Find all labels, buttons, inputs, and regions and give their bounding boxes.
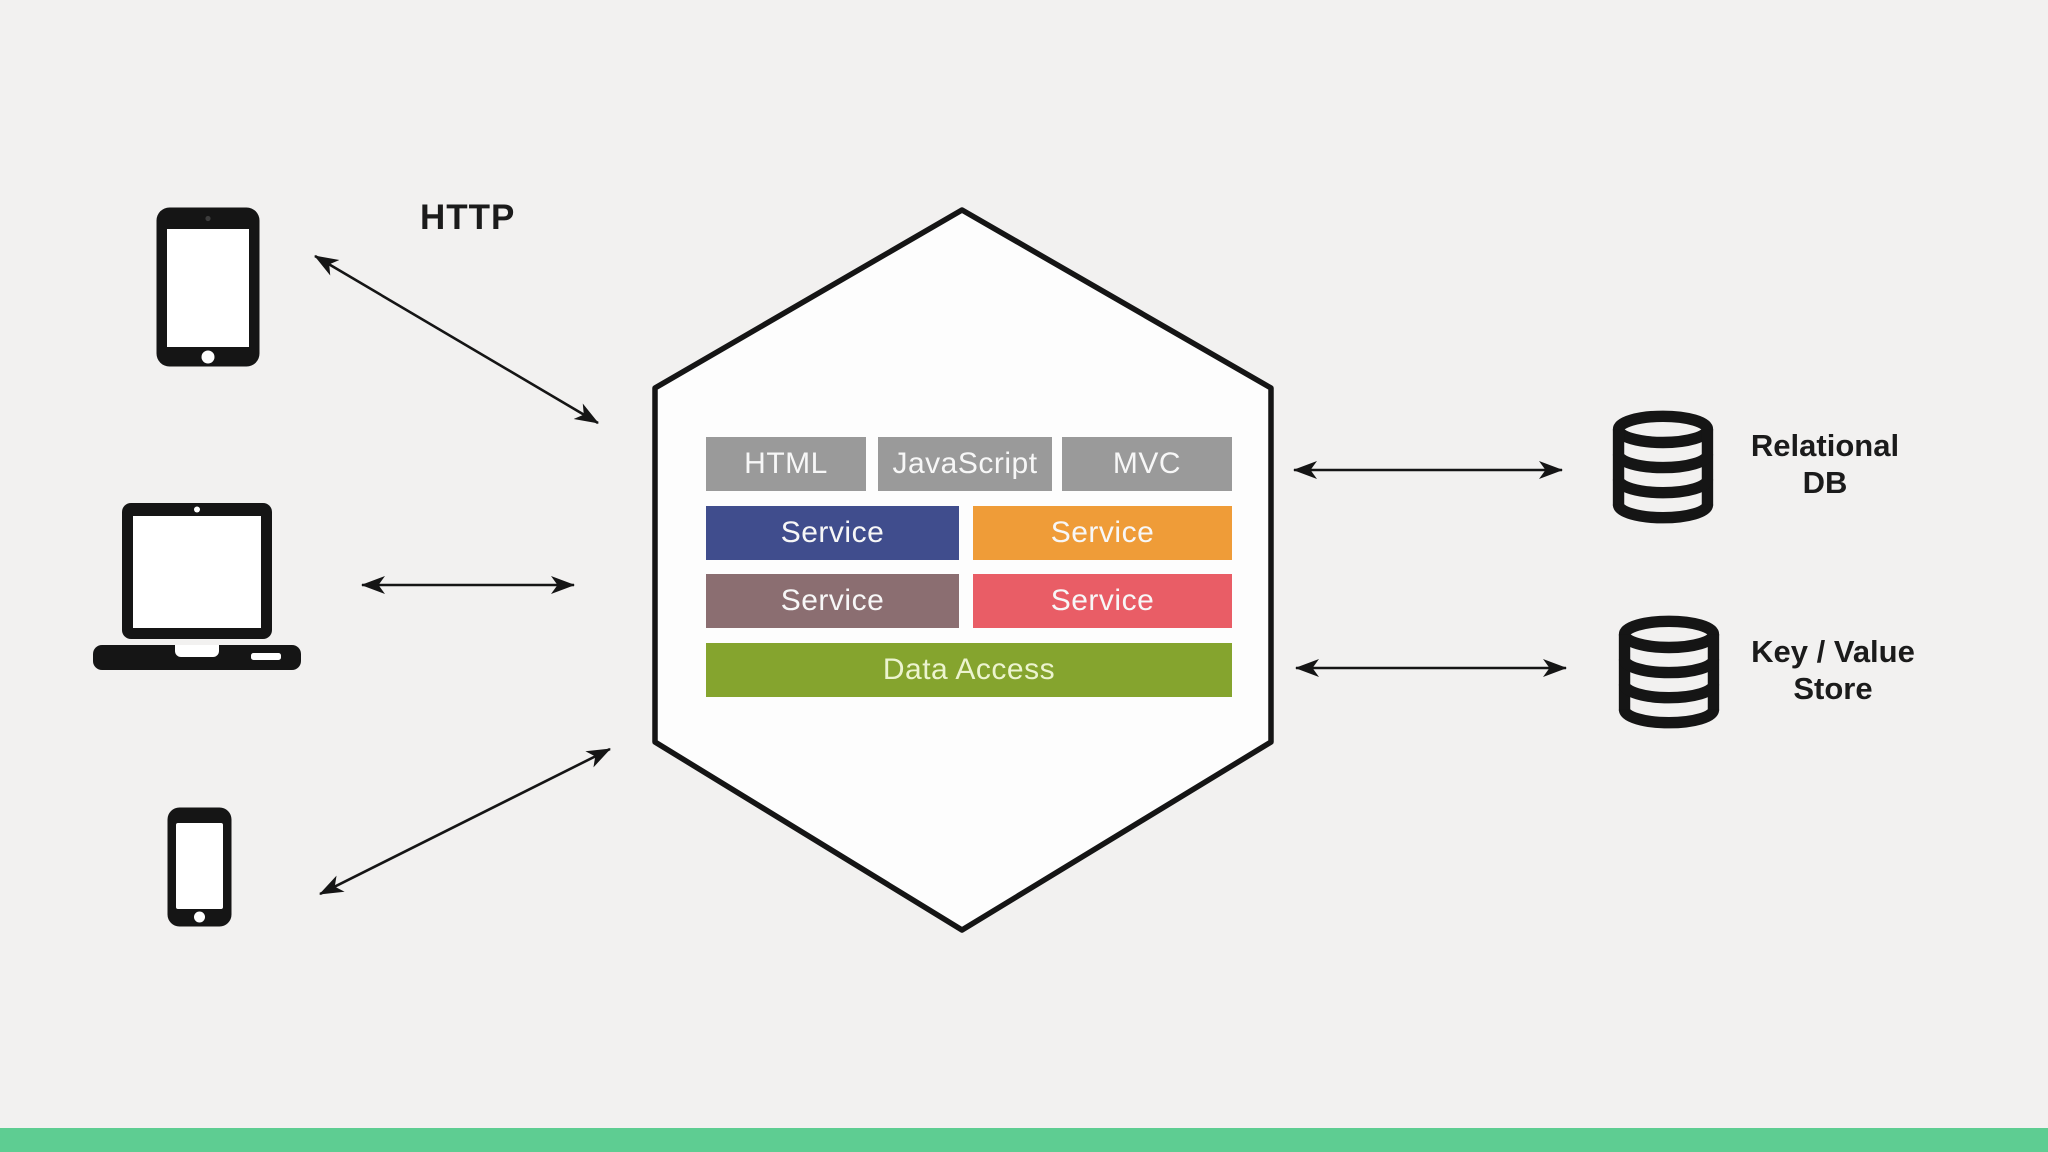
tablet-icon: [155, 206, 261, 368]
block-mvc: MVC: [1062, 437, 1232, 491]
relational-db-icon database-icon: [1606, 410, 1720, 524]
arrow-tablet-monolith: [314, 254, 599, 425]
relational-db-label: Relational DB: [1730, 427, 1920, 501]
block-javascript: JavaScript: [878, 437, 1052, 491]
service-block-orange: Service: [973, 506, 1232, 560]
relational-db-label-line2: DB: [1802, 465, 1848, 500]
arrow-smartphone-monolith: [319, 747, 611, 896]
key-value-store-label-line1: Key / Value: [1751, 634, 1915, 669]
smartphone-icon: [166, 806, 233, 928]
service-block-mauve: Service: [706, 574, 959, 628]
http-label: HTTP: [420, 198, 516, 237]
bottom-accent-bar: [0, 1128, 2048, 1152]
key-value-store-label: Key / Value Store: [1718, 633, 1948, 707]
service-block-red: Service: [973, 574, 1232, 628]
key-value-store-icon database-icon: [1612, 614, 1726, 730]
service-block-blue: Service: [706, 506, 959, 560]
data-access-block: Data Access: [706, 643, 1232, 697]
block-html: HTML: [706, 437, 866, 491]
monolith-hexagon: [652, 207, 1274, 933]
laptop-icon: [93, 503, 301, 675]
key-value-store-label-line2: Store: [1793, 671, 1873, 706]
relational-db-label-line1: Relational: [1750, 428, 1900, 463]
